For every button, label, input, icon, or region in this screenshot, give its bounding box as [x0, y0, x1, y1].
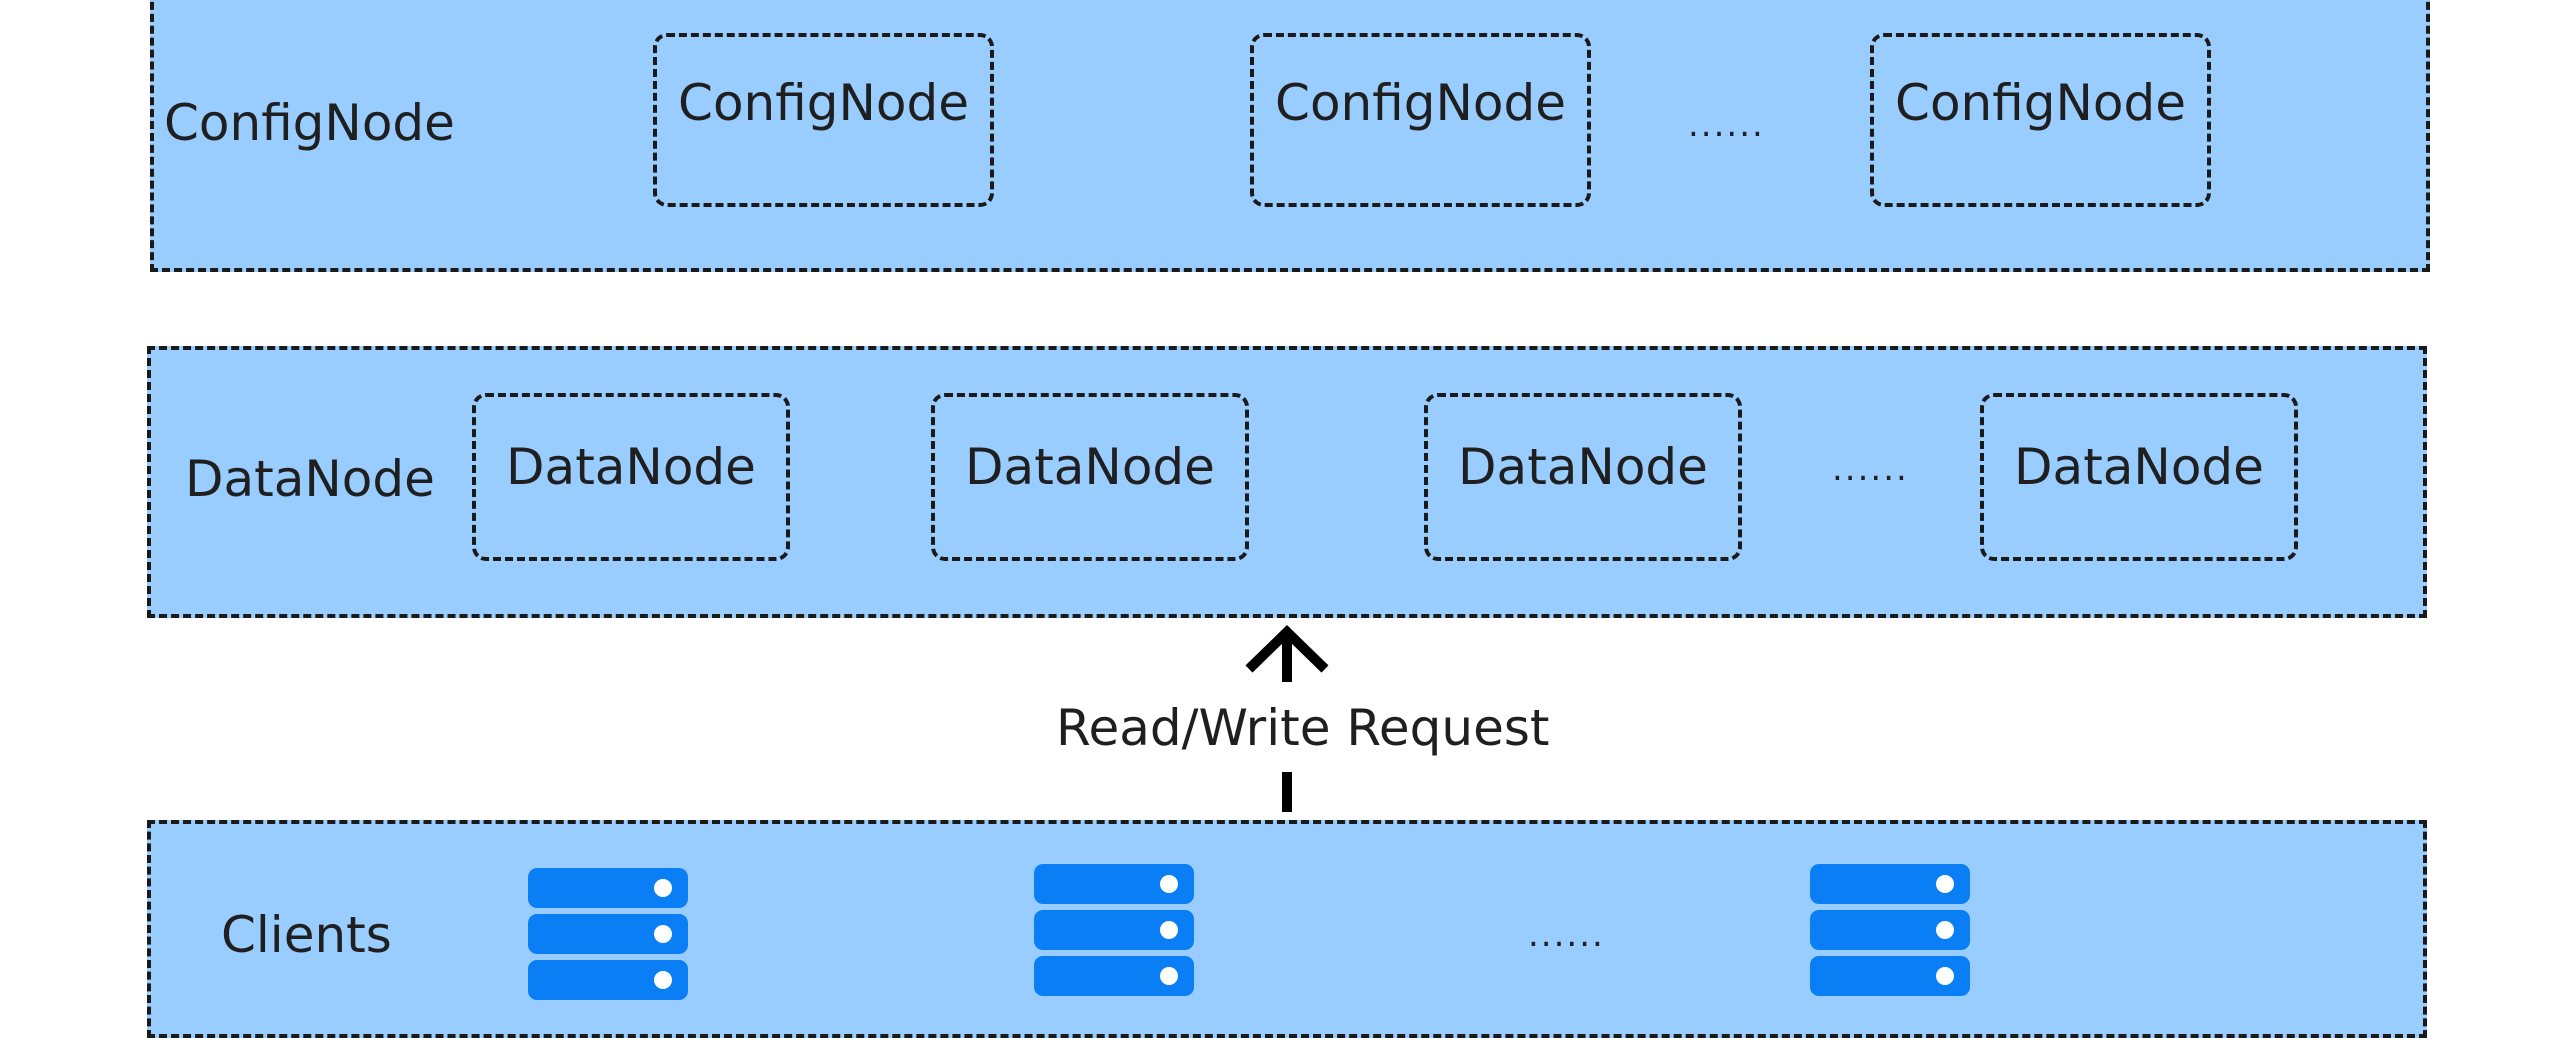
clients-layer-label: Clients — [221, 906, 392, 964]
confignode-ellipsis: ...... — [1688, 105, 1765, 145]
datanode-ellipsis: ...... — [1832, 449, 1909, 489]
datanode-box: DataNode — [472, 393, 790, 561]
datanode-box: DataNode — [1980, 393, 2298, 561]
confignode-layer-label: ConfigNode — [164, 94, 455, 152]
server-icon — [1034, 864, 1194, 996]
server-icon — [1810, 864, 1970, 996]
request-label: Read/Write Request — [1056, 699, 1550, 757]
confignode-box: ConfigNode — [1250, 33, 1591, 207]
datanode-box: DataNode — [1424, 393, 1742, 561]
confignode-box: ConfigNode — [653, 33, 994, 207]
datanode-layer — [147, 346, 2427, 618]
clients-ellipsis: ...... — [1528, 915, 1605, 955]
confignode-layer — [150, 0, 2430, 272]
clients-layer — [147, 820, 2427, 1038]
confignode-box: ConfigNode — [1870, 33, 2211, 207]
server-icon — [528, 868, 688, 1000]
datanode-layer-label: DataNode — [185, 450, 435, 508]
arrow-head — [1245, 625, 1329, 673]
datanode-box: DataNode — [931, 393, 1249, 561]
